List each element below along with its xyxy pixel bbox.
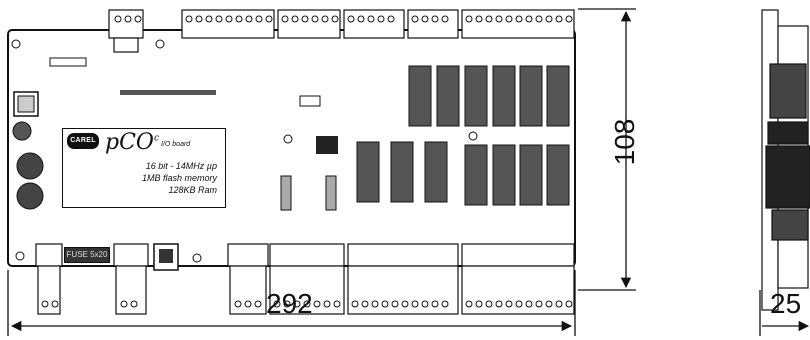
capacitor-2: [16, 152, 44, 180]
board-model: pCOc: [105, 130, 159, 155]
top-connectors: [108, 9, 575, 53]
side-view: [761, 9, 810, 311]
depth-dimension: 25: [770, 288, 802, 319]
brand-logo: CAREL: [67, 133, 99, 149]
spec-line-cpu: 16 bit - 14MHz µp: [145, 161, 217, 171]
bottom-connectors: [35, 243, 575, 315]
width-dimension: 292: [266, 288, 313, 319]
capacitor-1: [12, 121, 32, 141]
capacitor-3: [16, 182, 44, 210]
top-terminal-screws: [114, 15, 573, 23]
relays-upper: [408, 65, 570, 127]
height-dimension: 108: [609, 118, 640, 166]
spec-line-ram: 128KB Ram: [168, 185, 217, 195]
bottom-terminal-screws: [41, 300, 573, 308]
fuse-label: FUSE 5x20: [64, 247, 110, 263]
dimension-lines: [7, 8, 810, 336]
board-label-plate: CAREL pCOc I/O board 16 bit - 14MHz µp 1…: [62, 128, 226, 208]
board-subtitle: I/O board: [161, 141, 191, 148]
relays-lower: [356, 141, 570, 206]
spec-line-flash: 1MB flash memory: [141, 173, 217, 183]
